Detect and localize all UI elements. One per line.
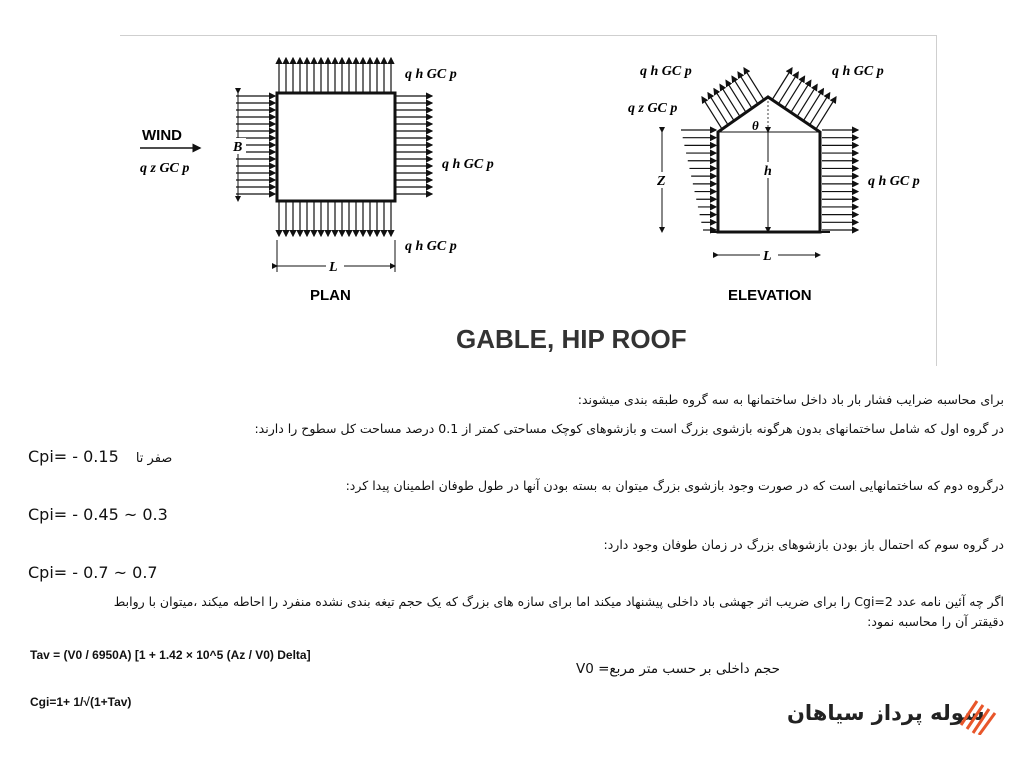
roof-right-suction-arrow: [790, 79, 812, 113]
group1-text: در گروه اول که شامل ساختمانهای بدون هرگو…: [254, 421, 1004, 436]
elevation-caption: ELEVATION: [728, 287, 812, 304]
theta-label: θ: [752, 118, 759, 133]
roof-right-suction-arrow: [809, 91, 831, 126]
plan-qh-top-label: q h GC p: [405, 67, 457, 82]
tav-formula: Tav = (V0 / 6950A) [1 + 1.42 × 10^5 (Az …: [30, 648, 311, 662]
roof-left-suction-arrow: [707, 91, 729, 126]
note-line-1: اگر چه آئین نامه عدد Cgi=2 را برای ضریب …: [113, 594, 1004, 609]
group3-text: در گروه سوم که احتمال باز بودن بازشوهای …: [603, 537, 1004, 552]
dimension-l-elev-label: L: [762, 249, 772, 264]
h-label-bg: [760, 162, 776, 178]
wind-label: WIND: [142, 127, 182, 144]
roof-right-suction-arrow: [796, 83, 818, 117]
elev-qh-right-top-label: q h GC p: [832, 64, 884, 79]
roof-right-suction-arrow: [771, 66, 793, 101]
roof-left-suction-arrow: [731, 75, 753, 109]
dimension-l-plan-label: L: [328, 260, 338, 275]
group1-prefix: صفر تا: [135, 451, 173, 466]
l-elev-label-bg: [760, 247, 778, 263]
plan-caption: PLAN: [310, 287, 351, 304]
logo-text: سوله پرداز سیاهان: [787, 701, 985, 725]
roof-left-suction-arrow: [719, 83, 741, 117]
roof-left-suction-arrow: [725, 79, 747, 113]
v0-definition: حجم داخلی بر حسب متر مربع= V0: [576, 661, 780, 677]
elev-qh-right-label: q h GC p: [868, 174, 920, 189]
roof-left-suction-arrow: [743, 66, 765, 101]
group1-value-row: Cpi= - 0.15 صفر تا: [28, 447, 172, 466]
roof-right-suction-arrow: [777, 71, 799, 105]
intro-text: برای محاسبه ضرایب فشار بار باد داخل ساخت…: [577, 392, 1004, 407]
dimension-h-label: h: [764, 164, 772, 179]
figure-main-caption: GABLE, HIP ROOF: [456, 324, 687, 354]
logo-stripes-icon: [959, 700, 997, 735]
plan-building: [275, 91, 397, 203]
cgi-formula: Cgi=1+ 1/√(1+Tav): [30, 695, 132, 709]
roof-right-suction-arrow: [784, 75, 806, 109]
z-label-bg: [654, 172, 670, 188]
group2-value: Cpi= - 0.45 ~ 0.3: [28, 505, 168, 524]
figure-frame: [120, 35, 937, 366]
roof-left-suction-arrow: [701, 95, 723, 130]
plan-qz-label: q z GC p: [140, 161, 189, 176]
dimension-z-label: Z: [656, 174, 666, 189]
b-label-bg: [230, 138, 246, 154]
l-plan-label-bg: [326, 258, 344, 274]
note-line-2: دقیقتر آن را محاسبه نمود:: [867, 614, 1004, 629]
elev-qh-left-label: q h GC p: [640, 64, 692, 79]
roof-right-suction-arrow: [802, 87, 825, 122]
wind-pressure-figure: WIND q z GC p B L PLAN q h GC p q h GC p…: [140, 56, 920, 354]
elev-qz-label: q z GC p: [628, 101, 677, 116]
group1-value: Cpi= - 0.15: [28, 447, 119, 466]
plan-qh-bottom-label: q h GC p: [405, 239, 457, 254]
dimension-b-label: B: [232, 140, 242, 155]
company-logo: سوله پرداز سیاهان: [787, 695, 1002, 735]
roof-right-suction-arrow: [815, 95, 837, 130]
roof-left-suction-arrow: [737, 71, 759, 105]
group3-value: Cpi= - 0.7 ~ 0.7: [28, 563, 158, 582]
roof-left-suction-arrow: [713, 87, 735, 122]
plan-qh-right-label: q h GC p: [442, 157, 494, 172]
group2-text: درگروه دوم که ساختمانهایی است که در صورت…: [345, 478, 1004, 493]
